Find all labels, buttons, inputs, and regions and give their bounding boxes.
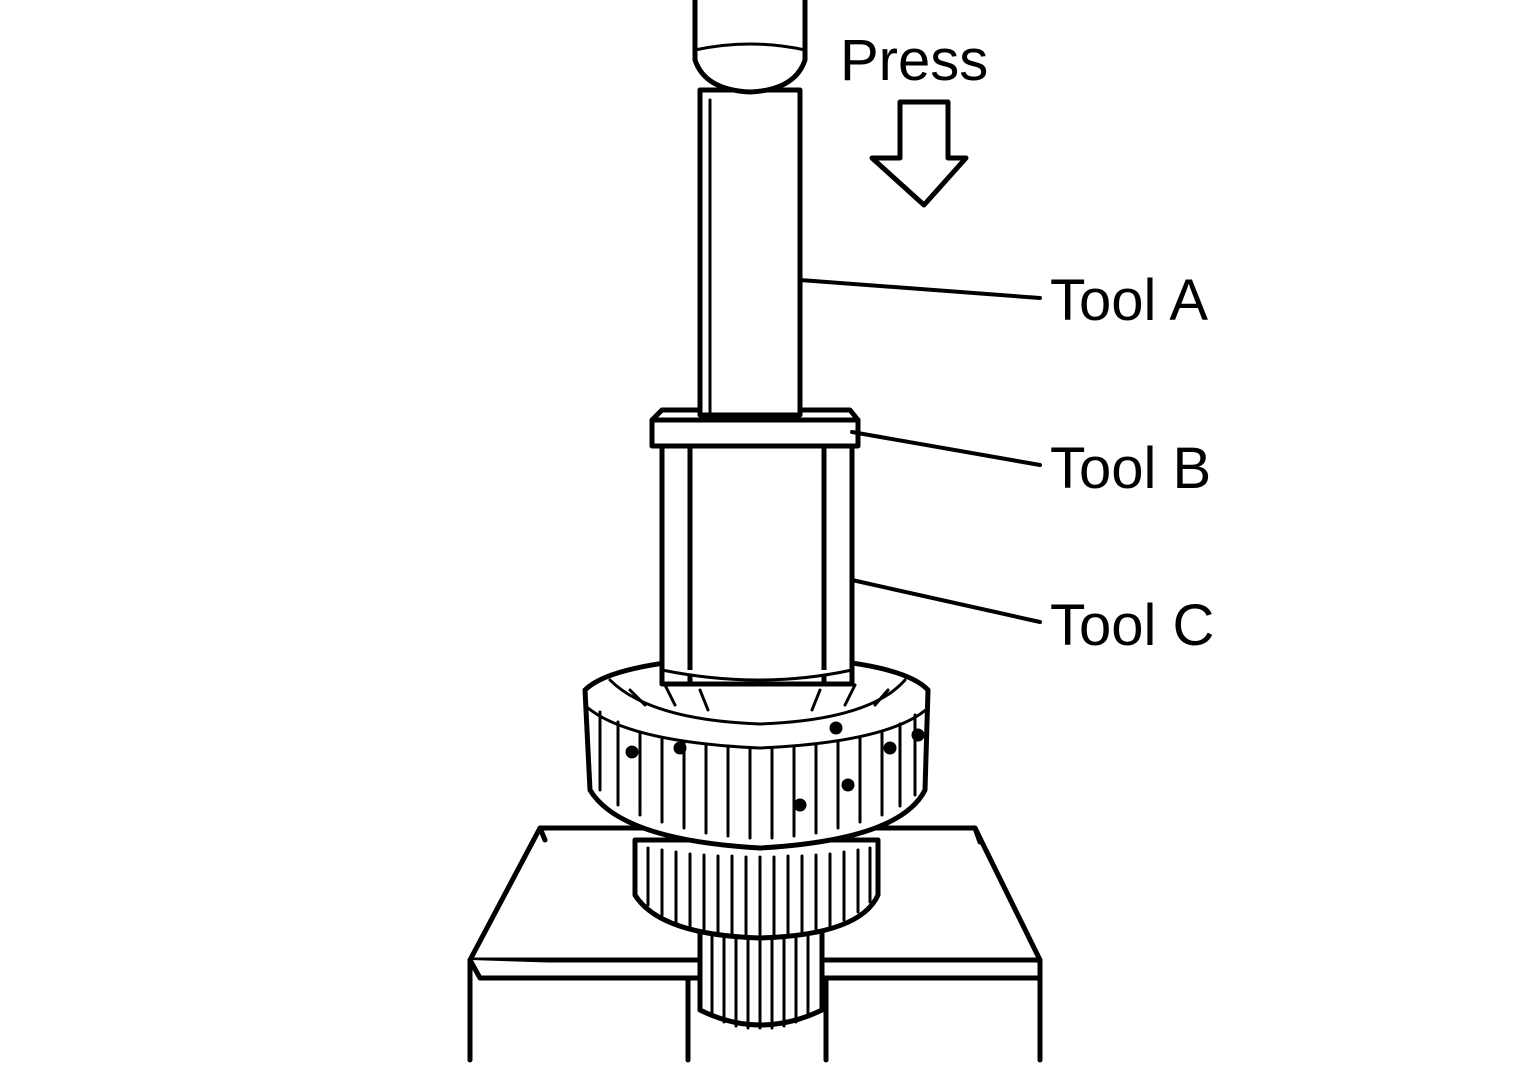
tool-a bbox=[697, 87, 803, 418]
tool-b-leader bbox=[850, 430, 1042, 467]
press-ram bbox=[692, 0, 808, 95]
tool-c-leader bbox=[850, 578, 1042, 624]
tool-c bbox=[659, 443, 855, 687]
tool-b-label: Tool B bbox=[1050, 436, 1212, 501]
shaft-spline bbox=[697, 922, 825, 1030]
lower-gear bbox=[632, 837, 881, 941]
press-arrow-icon bbox=[869, 99, 969, 208]
tool-a-leader bbox=[798, 278, 1042, 300]
tool-c-label: Tool C bbox=[1050, 593, 1215, 658]
clutch-drum bbox=[582, 653, 931, 851]
tool-b bbox=[649, 407, 861, 449]
tool-a-label: Tool A bbox=[1050, 268, 1208, 333]
press-label: Press bbox=[840, 28, 989, 93]
